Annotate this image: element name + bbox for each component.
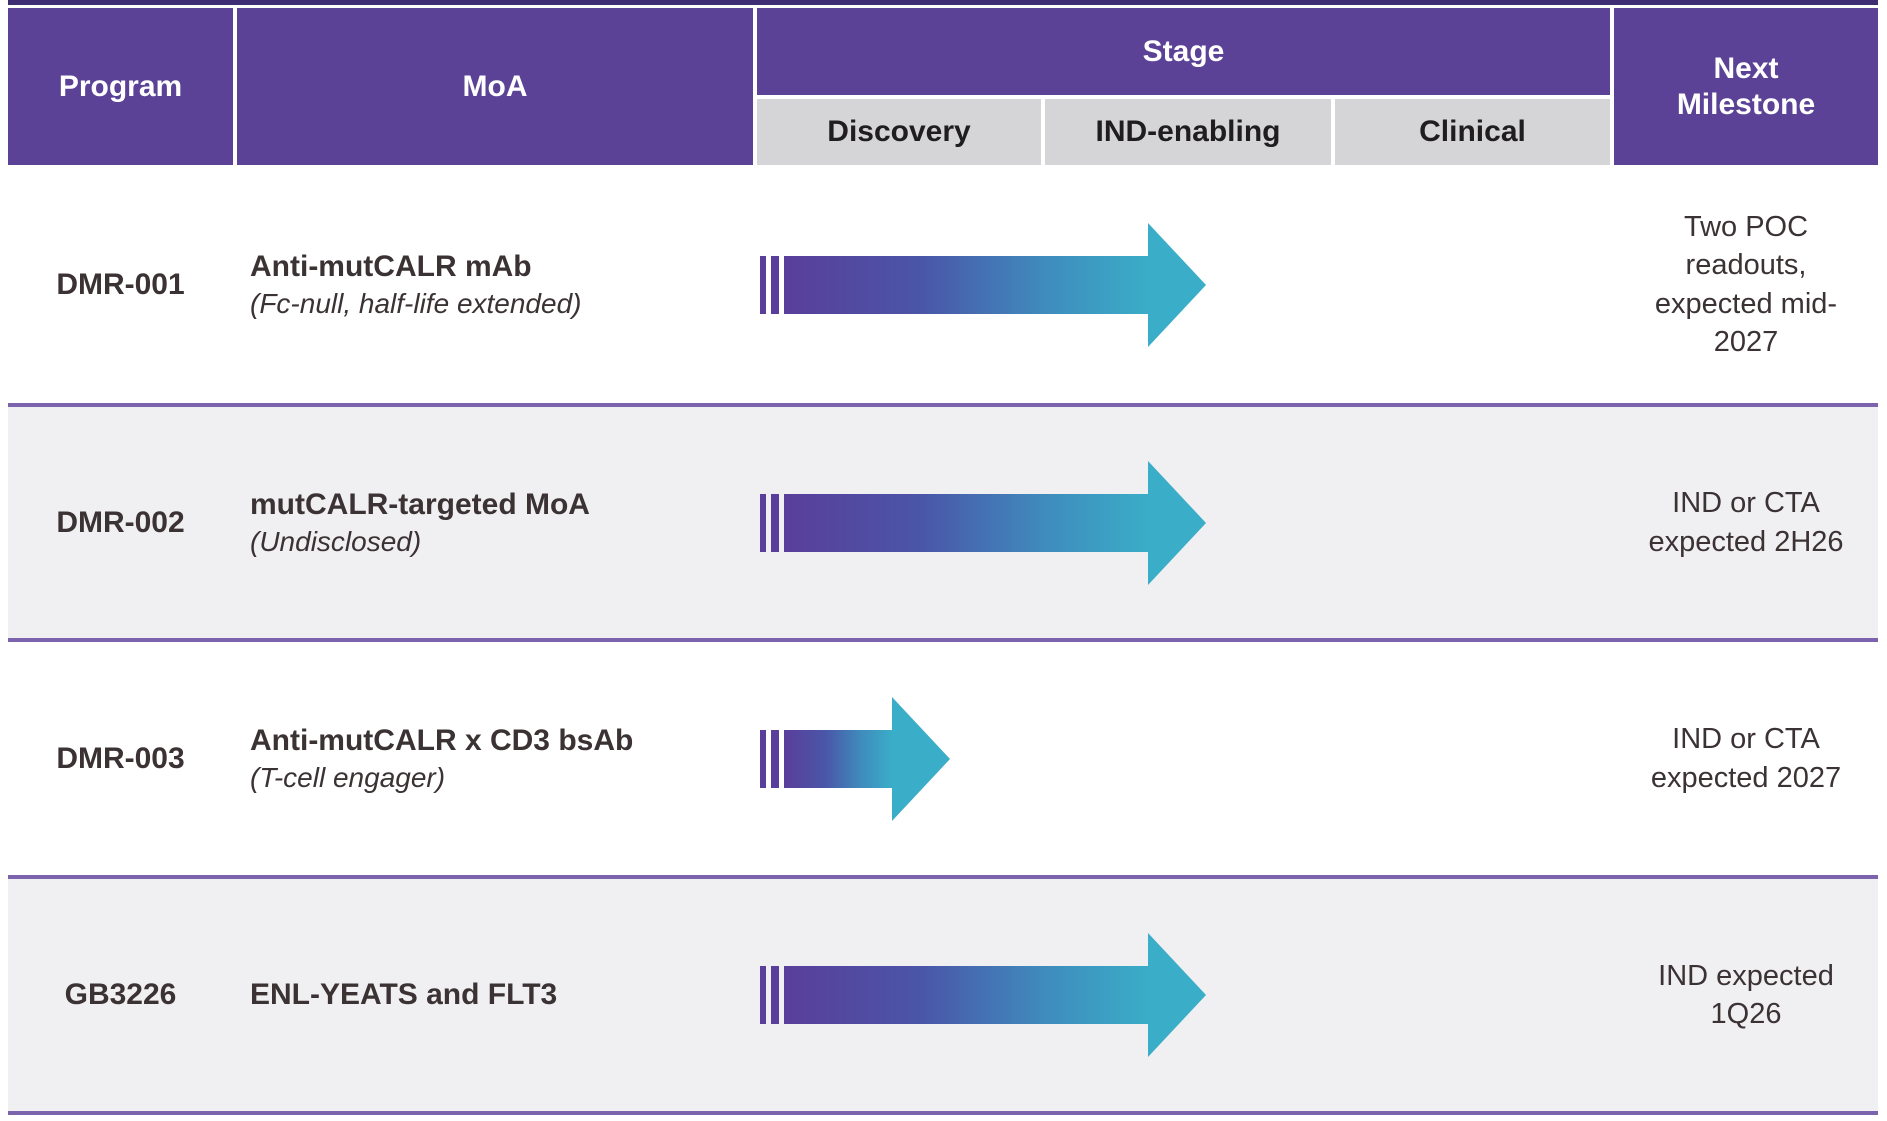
subcolumn-header-ind-enabling: IND-enabling bbox=[1045, 99, 1331, 165]
program-name: DMR-003 bbox=[56, 741, 185, 775]
moa-cell: ENL-YEATS and FLT3 bbox=[250, 879, 755, 1111]
arrow-head-icon bbox=[1148, 460, 1206, 585]
moa-title: Anti-mutCALR x CD3 bsAb bbox=[250, 724, 634, 758]
moa-subtitle: (Undisclosed) bbox=[250, 525, 422, 557]
arrow-start-bar-icon bbox=[771, 255, 779, 314]
subcolumn-header-clinical-label: Clinical bbox=[1419, 115, 1526, 148]
arrow-start-bar-icon bbox=[771, 966, 779, 1024]
moa-cell: Anti-mutCALR mAb (Fc-null, half-life ext… bbox=[250, 166, 755, 403]
arrow-start-bar-icon bbox=[760, 729, 766, 788]
column-header-next-milestone-label: Next Milestone bbox=[1676, 51, 1816, 121]
arrow-start-bar-icon bbox=[760, 493, 766, 552]
next-milestone-cell: IND or CTA expected 2027 bbox=[1614, 642, 1878, 875]
next-milestone-cell: IND expected 1Q26 bbox=[1614, 879, 1878, 1111]
moa-subtitle: (Fc-null, half-life extended) bbox=[250, 287, 582, 319]
program-name: DMR-002 bbox=[56, 505, 185, 539]
arrow-head-icon bbox=[1148, 222, 1206, 347]
pipeline-row-dmr-002: DMR-002 mutCALR-targeted MoA (Undisclose… bbox=[8, 403, 1878, 642]
column-header-program-label: Program bbox=[58, 69, 183, 103]
milestone-text: IND or CTA expected 2H26 bbox=[1648, 487, 1844, 558]
arrow-start-bar-icon bbox=[760, 966, 766, 1024]
subcolumn-header-discovery: Discovery bbox=[757, 99, 1041, 165]
column-header-stage-label: Stage bbox=[1142, 34, 1225, 68]
next-milestone-cell: Two POC readouts, expected mid-2027 bbox=[1614, 166, 1878, 403]
moa-title: mutCALR-targeted MoA bbox=[250, 488, 590, 522]
next-milestone-cell: IND or CTA expected 2H26 bbox=[1614, 407, 1878, 638]
arrow-head-icon bbox=[1148, 933, 1206, 1057]
stage-progress-arrow bbox=[760, 407, 1206, 638]
program-name: GB3226 bbox=[64, 978, 177, 1011]
milestone-text: IND or CTA expected 2027 bbox=[1650, 723, 1842, 794]
subcolumn-header-discovery-label: Discovery bbox=[827, 115, 971, 148]
subcolumn-header-ind-enabling-label: IND-enabling bbox=[1095, 115, 1281, 148]
stage-progress-arrow bbox=[760, 166, 1206, 403]
arrow-head-icon bbox=[892, 696, 950, 821]
arrow-body bbox=[784, 255, 1148, 314]
arrow-body bbox=[784, 493, 1148, 552]
column-header-stage: Stage bbox=[757, 8, 1610, 95]
moa-cell: mutCALR-targeted MoA (Undisclosed) bbox=[250, 407, 755, 638]
column-header-moa: MoA bbox=[237, 8, 753, 165]
stage-progress-arrow bbox=[760, 879, 1206, 1111]
pipeline-row-dmr-003: DMR-003 Anti-mutCALR x CD3 bsAb (T-cell … bbox=[8, 642, 1878, 875]
column-header-moa-label: MoA bbox=[462, 69, 528, 103]
column-header-program: Program bbox=[8, 8, 233, 165]
arrow-start-bar-icon bbox=[771, 729, 779, 788]
subcolumn-header-clinical: Clinical bbox=[1335, 99, 1610, 165]
stage-progress-arrow bbox=[760, 642, 950, 875]
table-top-border bbox=[8, 0, 1878, 5]
program-name: DMR-001 bbox=[56, 267, 185, 301]
moa-cell: Anti-mutCALR x CD3 bsAb (T-cell engager) bbox=[250, 642, 755, 875]
arrow-start-bar-icon bbox=[771, 493, 779, 552]
pipeline-row-dmr-001: DMR-001 Anti-mutCALR mAb (Fc-null, half-… bbox=[8, 166, 1878, 403]
milestone-text: Two POC readouts, expected mid-2027 bbox=[1654, 210, 1838, 358]
moa-subtitle: (T-cell engager) bbox=[250, 761, 446, 793]
moa-title: Anti-mutCALR mAb bbox=[250, 250, 532, 284]
arrow-body bbox=[784, 729, 892, 788]
column-header-next-milestone: Next Milestone bbox=[1614, 8, 1878, 165]
pipeline-row-gb3226: GB3226 ENL-YEATS and FLT3 IND expected 1… bbox=[8, 875, 1878, 1115]
arrow-body bbox=[784, 966, 1148, 1024]
arrow-start-bar-icon bbox=[760, 255, 766, 314]
milestone-text: IND expected 1Q26 bbox=[1658, 959, 1834, 1030]
moa-title: ENL-YEATS and FLT3 bbox=[250, 978, 558, 1012]
